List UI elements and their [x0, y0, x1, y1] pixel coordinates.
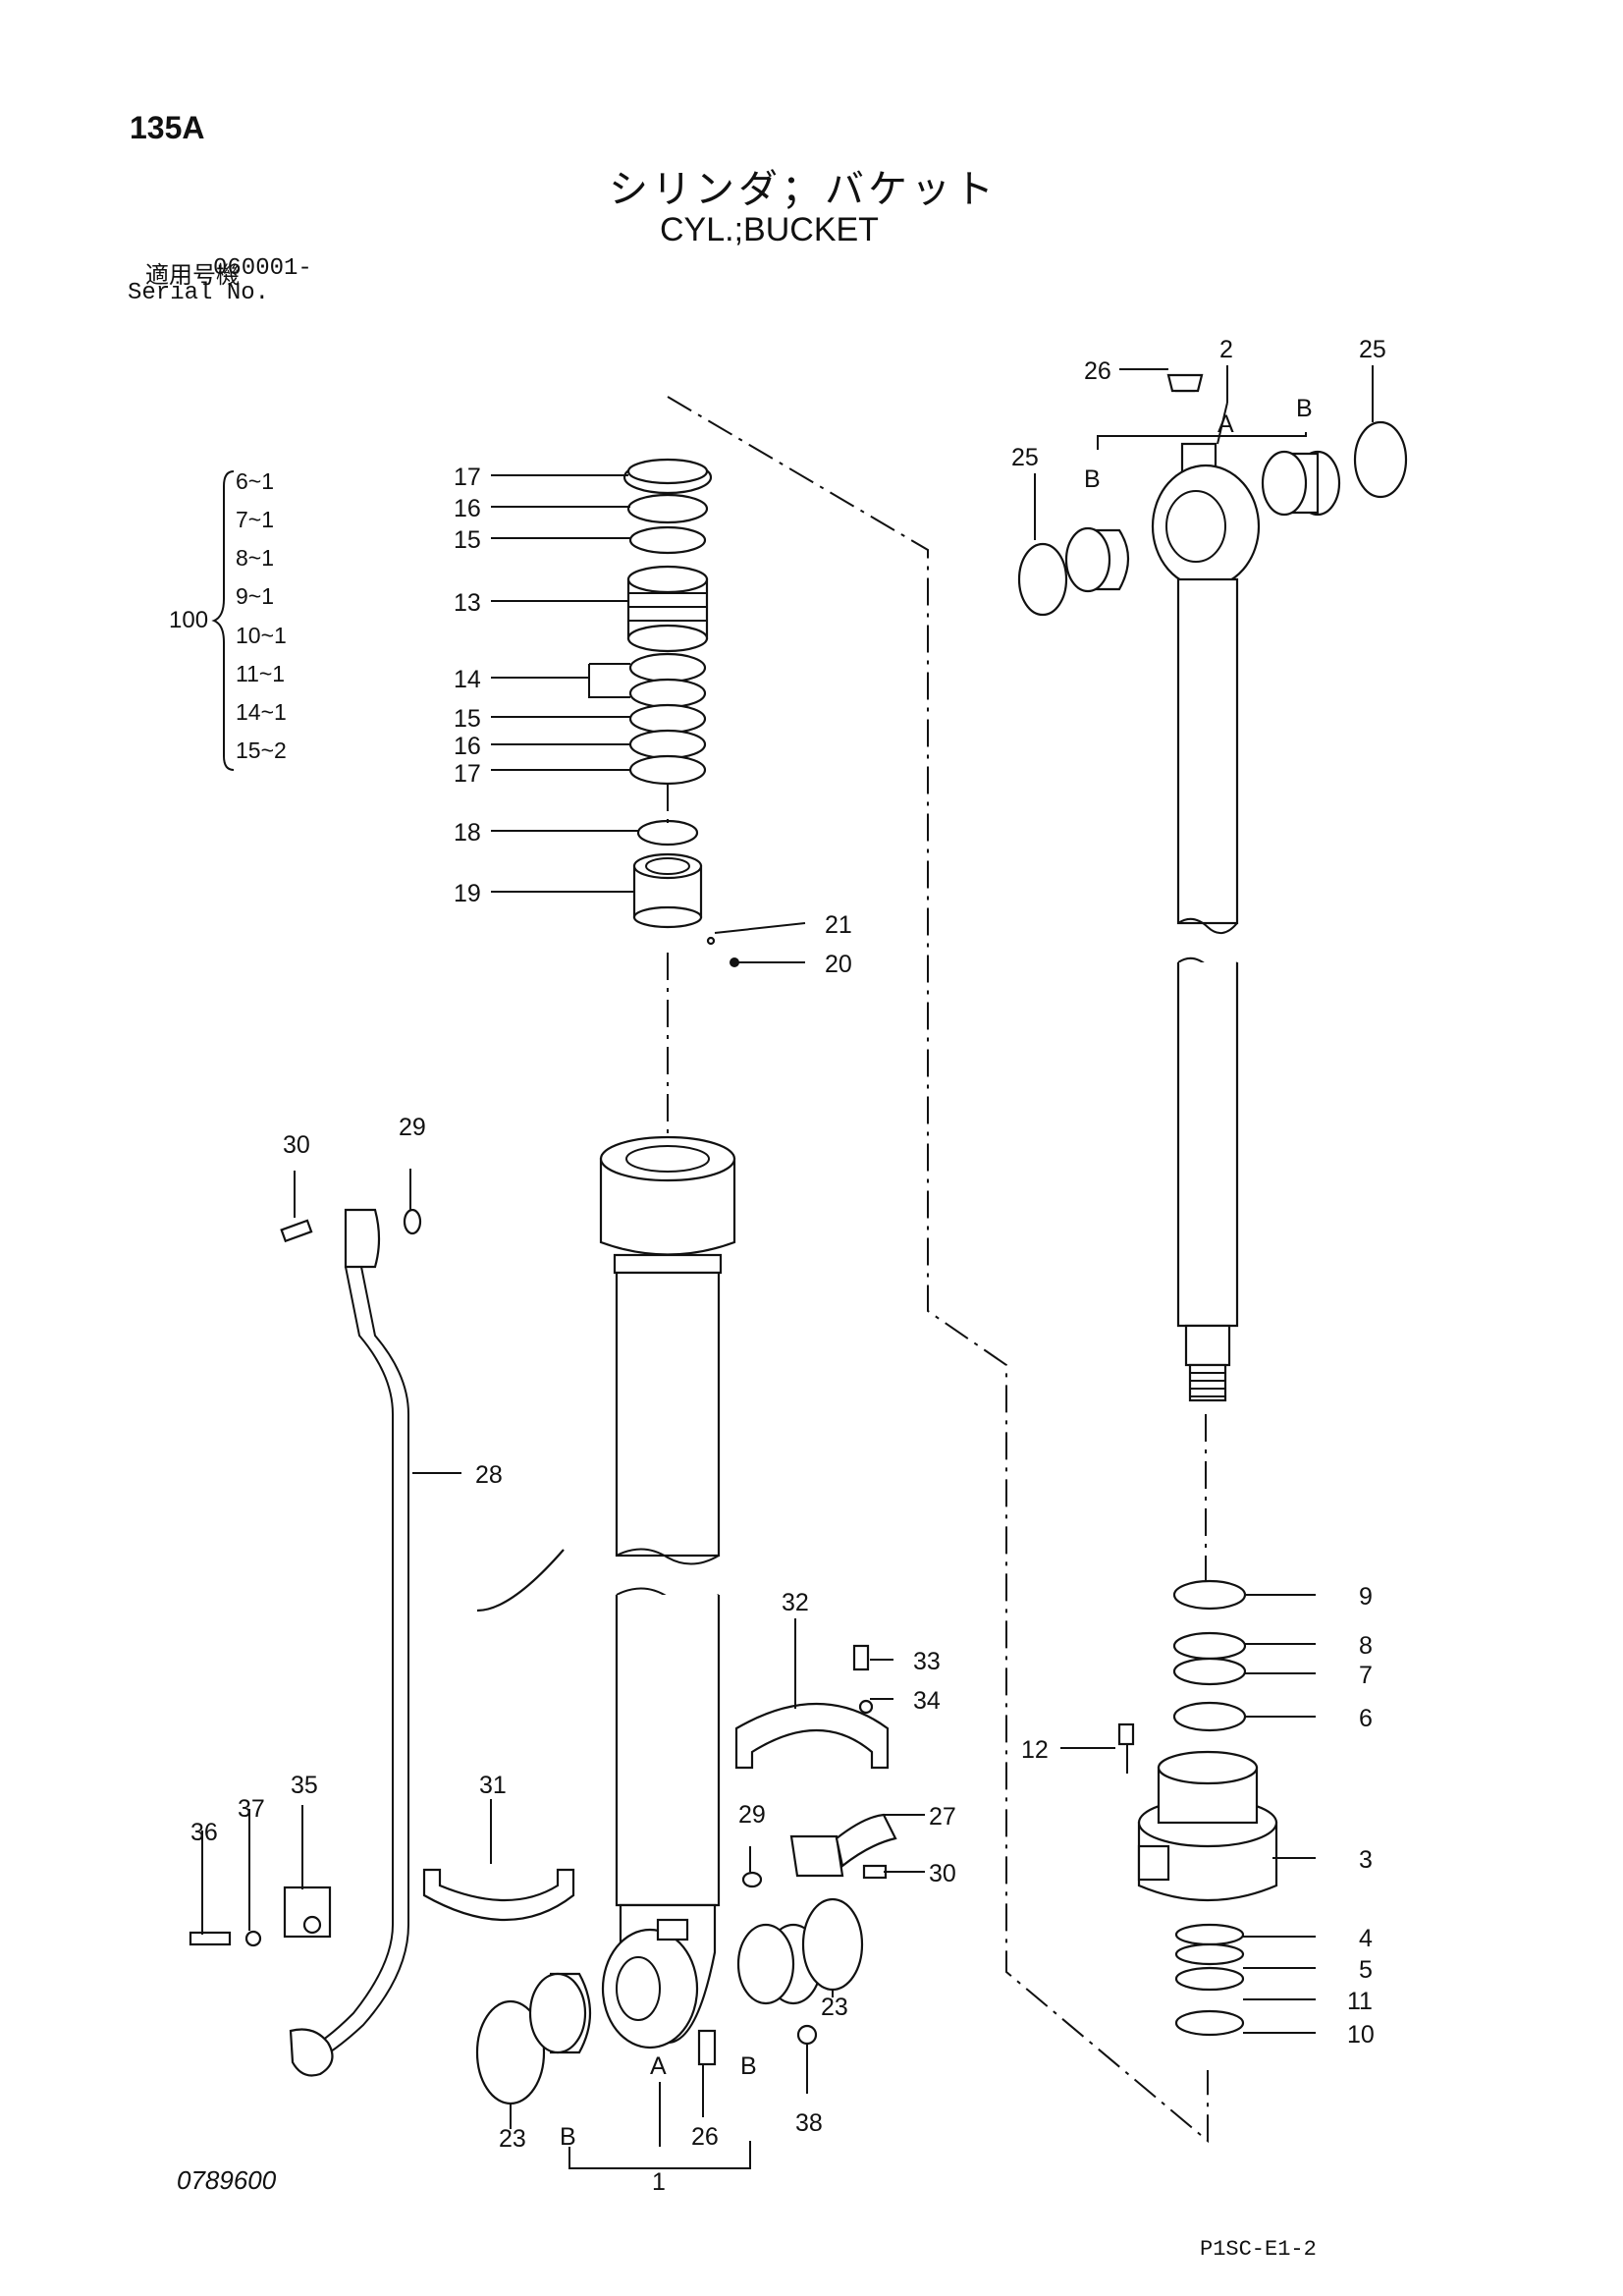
hydraulic-pipe — [280, 1208, 422, 2077]
callout-16: 16 — [454, 733, 481, 760]
page-reference: P1SC-E1-2 — [1200, 2237, 1317, 2262]
callout-17: 17 — [454, 760, 481, 788]
marker-a: A — [650, 2052, 667, 2080]
callout-6: 6 — [1359, 1705, 1373, 1732]
callout-27: 27 — [929, 1803, 956, 1831]
callout-15: 15 — [454, 705, 481, 733]
clamp-lower — [422, 1549, 575, 1922]
callout-36: 36 — [190, 1819, 218, 1846]
callout-37: 37 — [238, 1795, 265, 1823]
rod-bushings — [1017, 420, 1408, 617]
callout-31: 31 — [479, 1772, 507, 1799]
callout-21: 21 — [825, 911, 852, 939]
drawing-number: 0789600 — [177, 2165, 277, 2195]
assembly-boundary-line — [667, 396, 1209, 2144]
kit-number: 100 — [169, 607, 209, 633]
pipe-clip — [283, 1886, 332, 1939]
callout-numbers: 17 16 15 13 14 15 16 17 18 19 21 20 30 2… — [190, 336, 1386, 2196]
callout-30: 30 — [929, 1860, 956, 1887]
piston-rod — [1151, 373, 1261, 1402]
callout-26: 26 — [1084, 357, 1111, 385]
callout-14: 14 — [454, 666, 481, 693]
callout-5: 5 — [1359, 1956, 1373, 1984]
callout-25: 25 — [1359, 336, 1386, 363]
kit-item: 8~1 — [236, 545, 275, 571]
callout-32: 32 — [782, 1589, 809, 1616]
kit-item: 15~2 — [236, 738, 287, 763]
callout-29: 29 — [399, 1114, 426, 1141]
callout-7: 7 — [1359, 1662, 1373, 1689]
callout-38: 38 — [795, 2109, 823, 2137]
callout-30: 30 — [283, 1131, 310, 1159]
callout-13: 13 — [454, 589, 481, 617]
callout-29: 29 — [738, 1801, 766, 1829]
callout-23: 23 — [821, 1994, 848, 2021]
serial-label-english: Serial No. — [128, 280, 270, 306]
callout-2: 2 — [1219, 336, 1233, 363]
callout-8: 8 — [1359, 1632, 1373, 1660]
callout-11: 11 — [1347, 1988, 1373, 2015]
title-english: CYL.;BUCKET — [660, 211, 879, 248]
callout-19: 19 — [454, 880, 481, 907]
callout-4: 4 — [1359, 1925, 1373, 1952]
callout-15: 15 — [454, 526, 481, 554]
callout-12: 12 — [1021, 1736, 1049, 1764]
bottom-bushings — [475, 1897, 864, 2105]
callout-26: 26 — [691, 2123, 719, 2151]
piston-seals — [1172, 1579, 1247, 1732]
packing-set — [622, 458, 739, 967]
callout-23: 23 — [499, 2125, 526, 2153]
pipe-flange-lower — [789, 1813, 897, 1878]
marker-b: B — [560, 2123, 576, 2151]
piston-bottom-seals — [1174, 1923, 1245, 2037]
callout-20: 20 — [825, 951, 852, 978]
marker-b: B — [1084, 465, 1101, 493]
kit-item: 9~1 — [236, 583, 275, 609]
kit-item: 10~1 — [236, 623, 287, 648]
callout-16: 16 — [454, 495, 481, 522]
rod-head-nut — [632, 852, 703, 929]
leader-lines — [201, 365, 1374, 2169]
callout-18: 18 — [454, 819, 481, 847]
kit-brace — [211, 470, 235, 771]
callout-17: 17 — [454, 464, 481, 491]
kit-item: 14~1 — [236, 699, 287, 725]
callout-33: 33 — [913, 1648, 941, 1675]
serial-value: 060001- — [213, 255, 312, 282]
piston — [1117, 1722, 1278, 1902]
callout-3: 3 — [1359, 1846, 1373, 1874]
callout-28: 28 — [475, 1461, 503, 1489]
kit-item: 6~1 — [236, 468, 275, 494]
callout-34: 34 — [913, 1687, 941, 1715]
callout-10: 10 — [1347, 2021, 1375, 2049]
marker-b: B — [1296, 395, 1313, 422]
callout-25: 25 — [1011, 444, 1039, 471]
cylinder-tube — [599, 1135, 736, 2050]
reference-markers: A B B A B B — [560, 395, 1313, 2151]
callout-1: 1 — [652, 2168, 666, 2196]
serial-label-japanese: 適用号機 — [145, 262, 240, 289]
title-japanese: シリンダ；バケット — [609, 168, 998, 211]
marker-b: B — [740, 2052, 757, 2080]
marker-a: A — [1217, 410, 1234, 438]
kit-item: 11~1 — [236, 661, 286, 686]
callout-35: 35 — [291, 1772, 318, 1799]
callout-9: 9 — [1359, 1583, 1373, 1611]
page-number: 135A — [130, 110, 205, 145]
kit-item: 7~1 — [236, 507, 275, 532]
